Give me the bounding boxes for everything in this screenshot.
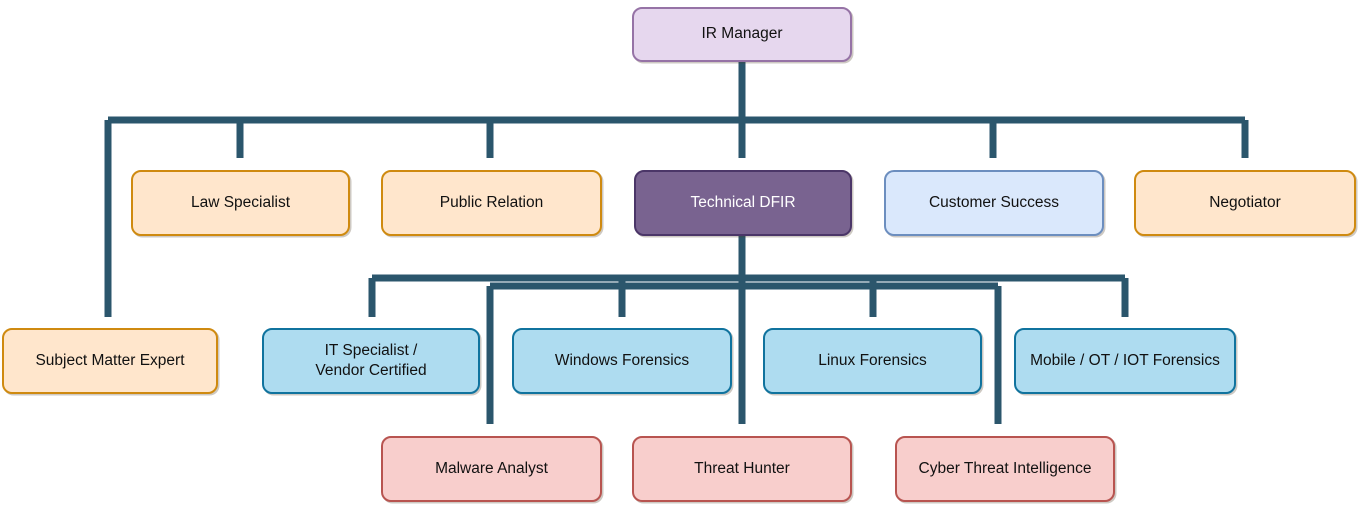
node-technical-dfir: Technical DFIR [634,170,852,236]
node-label: Technical DFIR [690,193,796,211]
node-label: Public Relation [439,193,544,211]
node-it-specialist-vendor-certified: IT Specialist / Vendor Certified [262,328,480,394]
node-threat-hunter: Threat Hunter [632,436,852,502]
node-label: Malware Analyst [435,459,548,477]
node-label: Cyber Threat Intelligence [918,459,1092,477]
node-ir-manager: IR Manager [632,7,852,62]
node-law-specialist: Law Specialist [131,170,350,236]
node-subject-matter-expert: Subject Matter Expert [2,328,218,394]
node-windows-forensics: Windows Forensics [512,328,732,394]
node-malware-analyst: Malware Analyst [381,436,602,502]
connector-group [104,62,1249,424]
node-cyber-threat-intelligence: Cyber Threat Intelligence [895,436,1115,502]
node-public-relation: Public Relation [381,170,602,236]
node-label: Subject Matter Expert [35,351,185,369]
node-label: Negotiator [1209,193,1281,211]
node-label: Mobile / OT / IOT Forensics [1030,351,1220,369]
node-customer-success: Customer Success [884,170,1104,236]
node-label: Law Specialist [190,193,291,211]
node-label: Linux Forensics [818,351,927,369]
node-label: IT Specialist / Vendor Certified [315,341,427,379]
node-label: IR Manager [701,25,783,43]
node-linux-forensics: Linux Forensics [763,328,982,394]
node-mobile-ot-iot-forensics: Mobile / OT / IOT Forensics [1014,328,1236,394]
node-label: Windows Forensics [554,351,690,369]
node-label: Threat Hunter [694,459,790,477]
node-label: Customer Success [928,193,1060,211]
node-negotiator: Negotiator [1134,170,1356,236]
